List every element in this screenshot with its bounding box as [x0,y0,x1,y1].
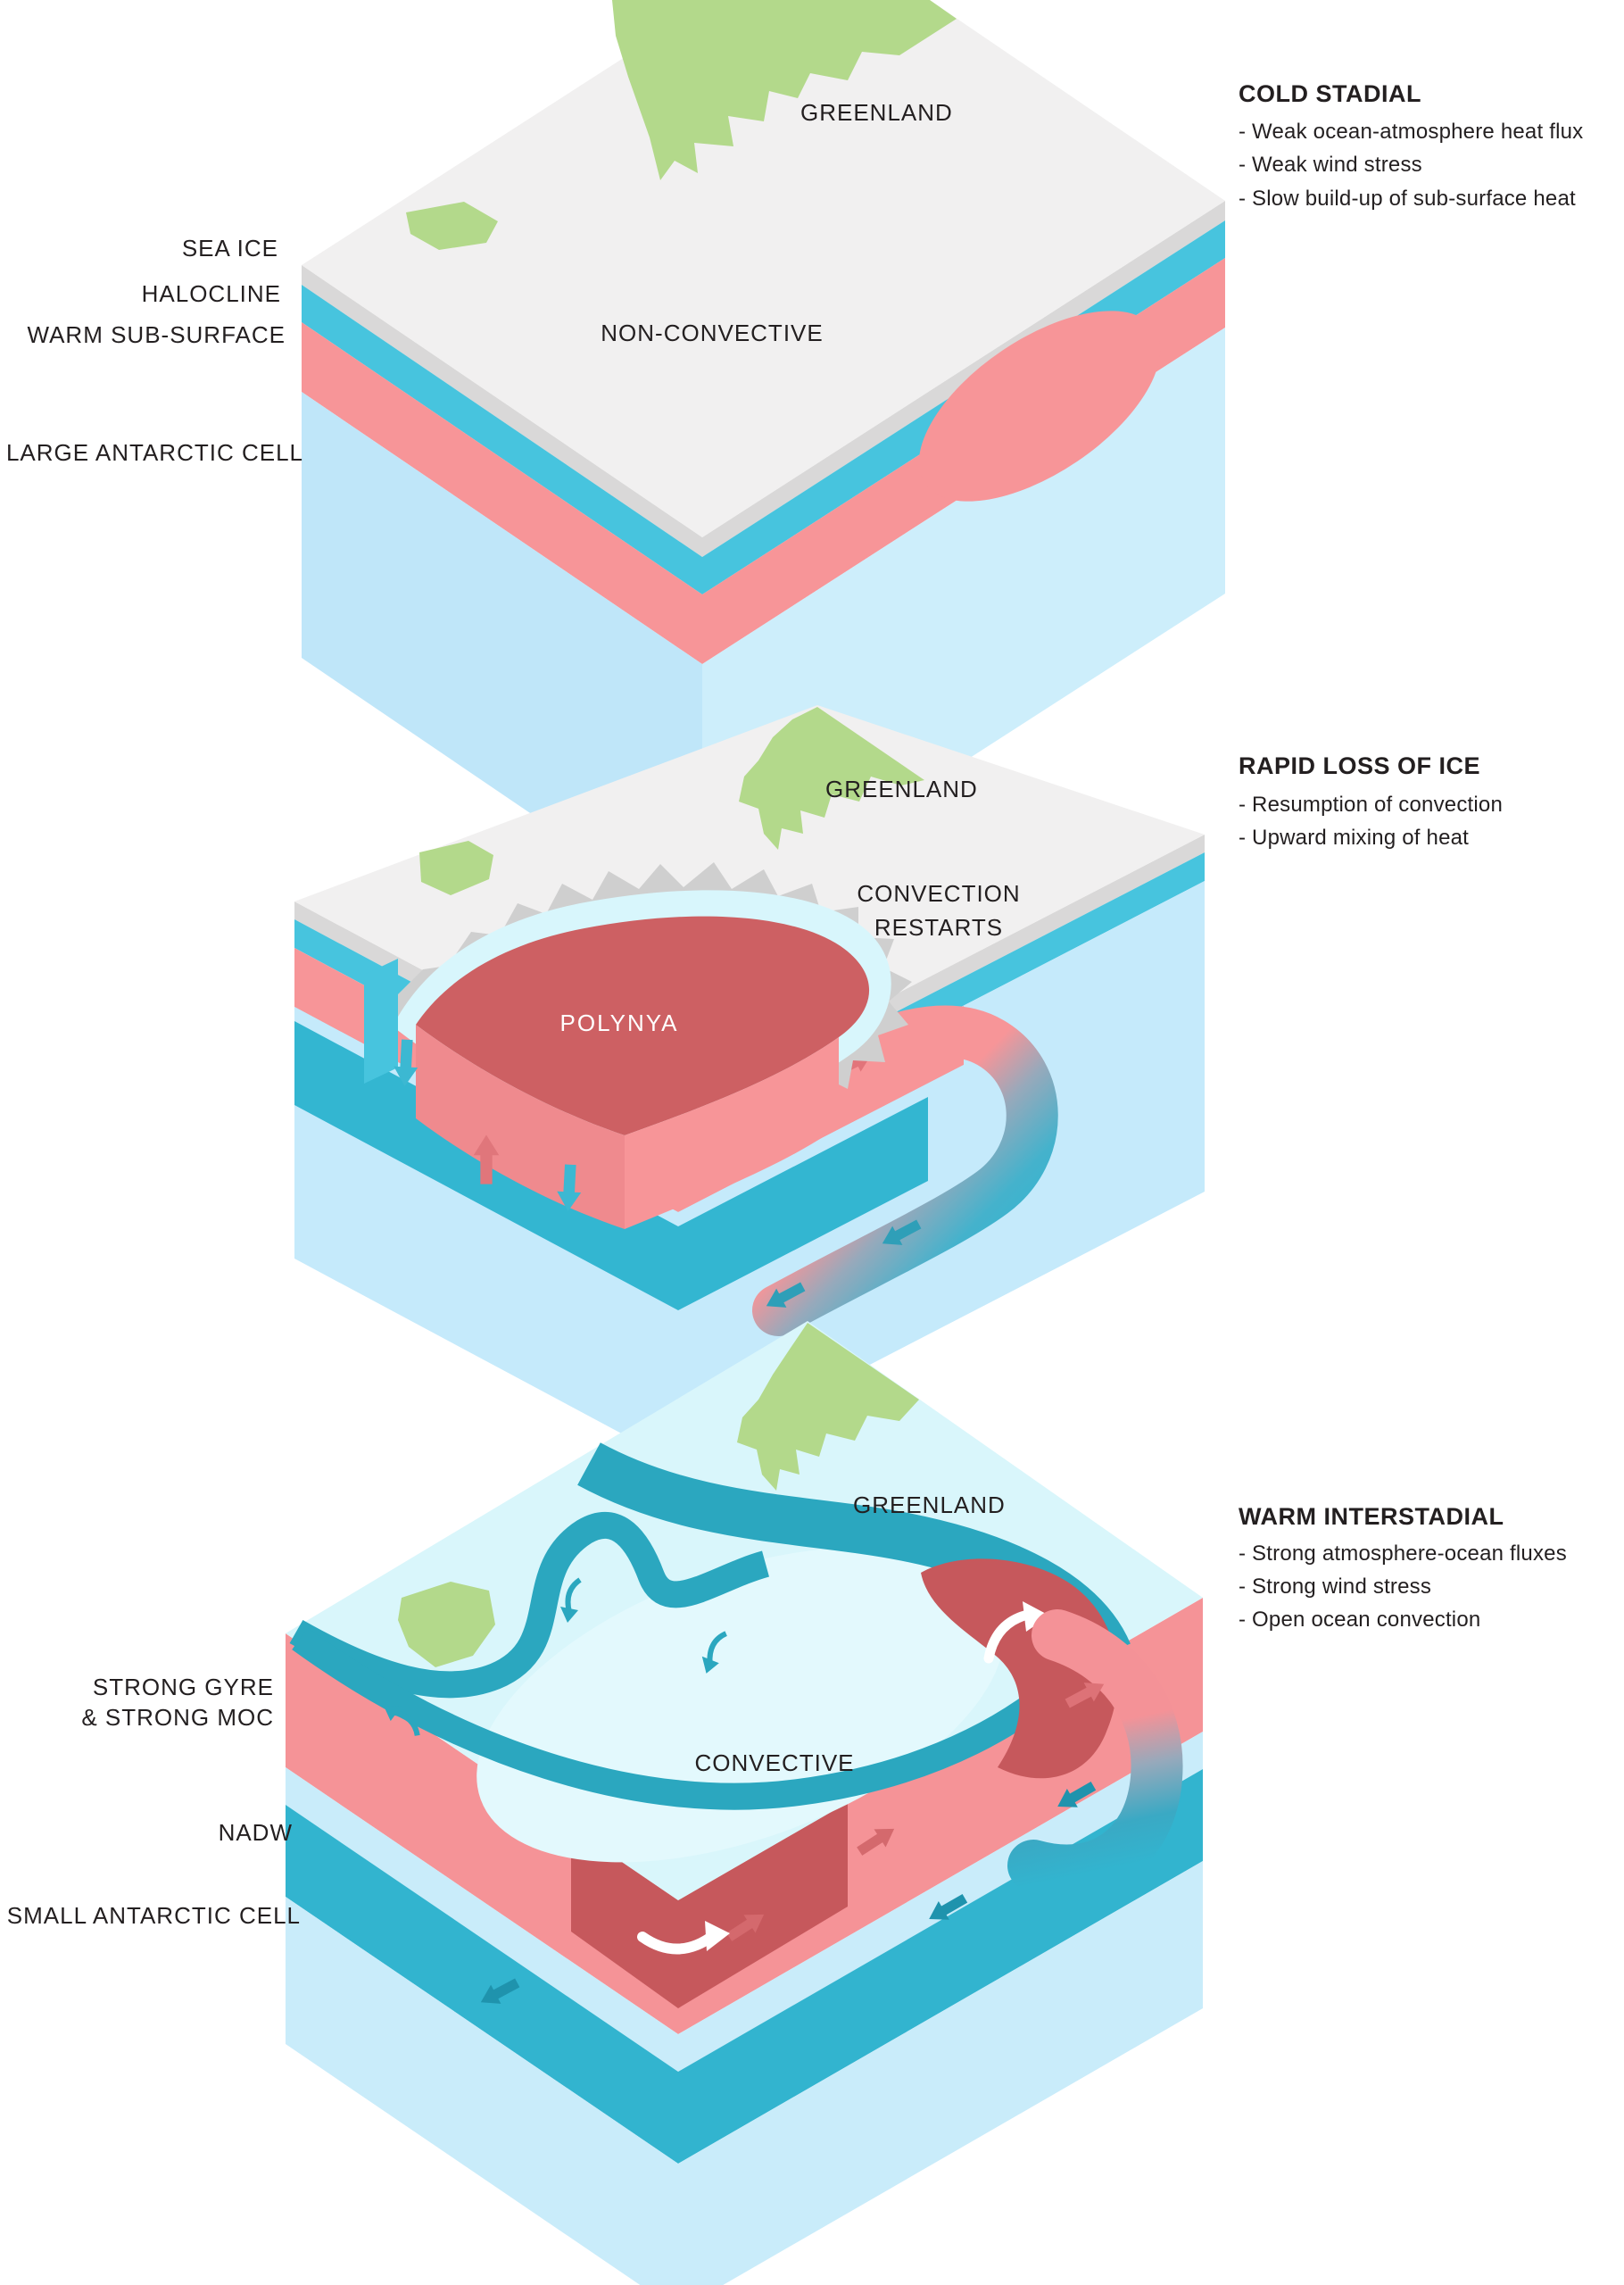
warm-spill-tube [1007,1609,1183,1897]
panel3-bullet-1: - Strong atmosphere-ocean fluxes [1239,1541,1567,1566]
strong-gyre-label: STRONG GYRE [92,1674,274,1700]
downwelling-pillar [364,959,398,1084]
gyre-arrow-icon [701,1631,728,1674]
panel1-heading: COLD STADIAL [1239,80,1421,107]
convection-white-arrow-icon [983,1601,1049,1664]
panel1-bullet-3: - Slow build-up of sub-surface heat [1239,187,1576,211]
warm-subsurface-band [302,258,1225,664]
nadw-deep-band [286,1769,1203,2164]
panel1-bullet-2: - Weak wind stress [1239,153,1422,177]
convective-core-wedge [571,1802,848,2008]
island-landmass [398,1582,495,1667]
panel3-heading: WARM INTERSTADIAL [1239,1503,1504,1530]
panel2-bullet-1: - Resumption of convection [1239,793,1504,817]
gyre-arrow-icon [560,1577,582,1623]
panel1-surface-label: NON-CONVECTIVE [601,320,824,346]
greenland-landmass [737,1323,919,1491]
small-antarctic-cell-band [286,1861,1203,2285]
panel2-box [294,705,1205,1464]
halocline-band [302,220,1225,594]
greenland-landmass [739,707,924,850]
warm-tongue-lobe [918,311,1161,502]
panel2-bullet-2: - Upward mixing of heat [1239,826,1470,850]
panel3-greenland-label: GREENLAND [853,1491,1006,1518]
gyre-ribbon-south [292,1627,1092,1810]
panel1-greenland-label: GREENLAND [800,99,953,126]
pale-layer-band [286,1732,1203,2072]
strong-moc-label: & STRONG MOC [81,1704,274,1731]
large-antarctic-cell-label: LARGE ANTARCTIC CELL [5,439,303,466]
small-antarctic-cell-label: SMALL ANTARCTIC CELL [6,1902,301,1929]
nadw-label: NADW [218,1819,293,1846]
polynya-label: POLYNYA [559,1010,679,1036]
panel3-surface-label: CONVECTIVE [694,1749,855,1776]
island-landmass [406,202,498,250]
sea-ice-label: SEA ICE [181,235,278,262]
gyre-ribbon-west [289,1511,770,1699]
deep-current-band [294,1021,928,1310]
island-landmass [419,841,493,895]
warm-subsurface-label: WARM SUB-SURFACE [27,321,286,348]
overturning-tube [752,1005,1058,1336]
panel2-surface-label-line2: RESTARTS [874,914,1004,941]
panel3-box [286,1321,1203,2285]
panel2-heading: RAPID LOSS OF ICE [1239,752,1481,779]
overturning-white-arrow-icon [637,1921,730,1955]
halocline-label: HALOCLINE [141,280,281,307]
sea-ice-surface [302,0,1225,537]
cutaway-wall-right [625,1037,839,1229]
polynya-blob [416,916,870,1135]
greenland-landmass [612,0,957,180]
panel2-greenland-label: GREENLAND [825,776,978,802]
panel1-bullet-1: - Weak ocean-atmosphere heat flux [1239,120,1584,144]
panel3-bullet-2: - Strong wind stress [1239,1575,1432,1599]
gyre-arrow-icon [384,1706,420,1736]
panel3-bullet-3: - Open ocean convection [1239,1608,1481,1632]
panel2-surface-label-line1: CONVECTION [857,880,1021,907]
